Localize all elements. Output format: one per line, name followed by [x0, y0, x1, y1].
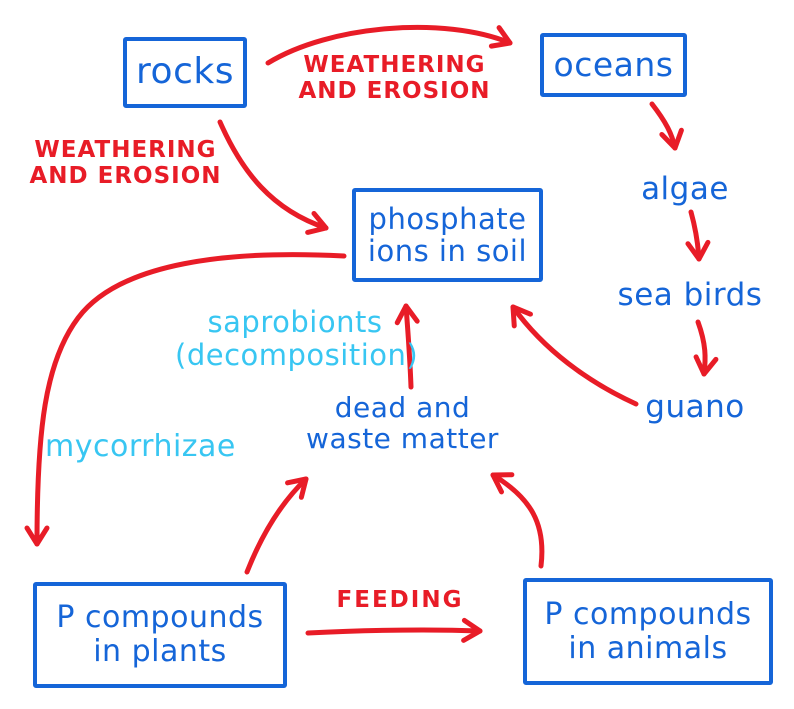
label-weathering-left-line1: WEATHERING [34, 137, 217, 163]
term-guano: guano [645, 389, 745, 425]
node-p-compounds-in-animals: P compounds in animals [523, 578, 773, 685]
node-phosphate-ions-in-soil: phosphate ions in soil [352, 188, 543, 282]
node-plants-line2: in plants [93, 634, 227, 669]
term-algae: algae [641, 171, 729, 207]
label-weathering-left-line2: AND EROSION [29, 162, 222, 189]
label-weathering-erosion-left: WEATHERING AND EROSION [8, 137, 243, 190]
node-animals-line2: in animals [568, 630, 728, 666]
arrow-oceans-to-algae [649, 101, 684, 151]
label-mycorrhizae: mycorrhizae [45, 429, 236, 464]
term-sea-birds: sea birds [617, 277, 763, 313]
label-weathering-top-line2: AND EROSION [298, 77, 491, 104]
label-saprobionts-decomposition: saprobionts (decomposition) [175, 305, 419, 373]
arrow-algae-to-sea-birds [685, 209, 711, 262]
arrow-sea-birds-to-guano [693, 319, 719, 377]
term-dead-and-waste-matter: dead and waste matter [290, 392, 515, 455]
arrow-animals-to-dead-waste [490, 472, 545, 569]
label-weathering-top-line1: WEATHERING [303, 52, 486, 78]
node-rocks-label: rocks [136, 51, 234, 93]
node-oceans-label: oceans [553, 44, 674, 84]
label-feeding: FEEDING [336, 587, 464, 613]
arrow-feeding [305, 617, 483, 643]
node-p-compounds-in-plants: P compounds in plants [33, 582, 287, 688]
node-rocks: rocks [123, 37, 247, 108]
arrow-plants-to-dead-waste [244, 476, 309, 575]
node-animals-line1: P compounds [544, 596, 752, 632]
node-phosphate-line1: phosphate [368, 201, 527, 236]
label-weathering-erosion-top: WEATHERING AND EROSION [272, 52, 517, 105]
label-saprobionts-line1: saprobionts [207, 305, 383, 339]
term-dead-waste-line1: dead and [334, 391, 471, 424]
node-oceans: oceans [540, 33, 687, 97]
label-saprobionts-line2: (decomposition) [175, 338, 419, 373]
node-phosphate-line2: ions in soil [367, 234, 528, 268]
arrow-guano-to-phosphate [510, 304, 639, 407]
node-plants-line1: P compounds [56, 600, 264, 636]
term-dead-waste-line2: waste matter [306, 422, 499, 456]
